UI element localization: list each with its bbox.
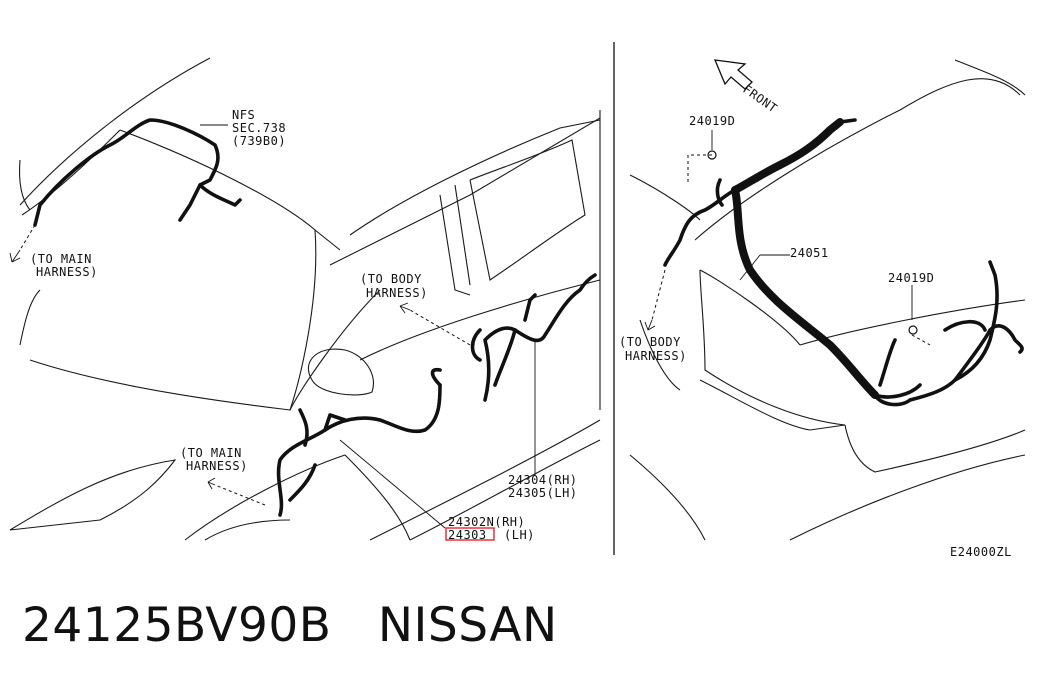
label-24302n: 24302N(RH) bbox=[448, 515, 525, 529]
part-highlight-box bbox=[445, 527, 495, 541]
left-leader-lines bbox=[9, 124, 536, 541]
label-to-main-harness-b2: HARNESS) bbox=[186, 459, 248, 473]
label-to-main-harness-1: (TO MAIN bbox=[30, 252, 92, 266]
label-24303-side: (LH) bbox=[504, 528, 535, 542]
label-24019d-top: 24019D bbox=[689, 114, 735, 128]
label-24019d-right: 24019D bbox=[888, 271, 934, 285]
label-right-to-body-harness-1: (TO BODY bbox=[619, 335, 681, 349]
label-front: FRONT bbox=[740, 82, 780, 116]
label-24303: 24303 bbox=[448, 528, 487, 542]
brand-name: NISSAN bbox=[377, 598, 558, 653]
left-labels: NFS SEC.738 (739B0) (TO MAIN HARNESS) (T… bbox=[30, 108, 578, 542]
label-to-body-harness-2: HARNESS) bbox=[366, 286, 428, 300]
right-labels: 24019D 24019D 24051 (TO BODY HARNESS) E2… bbox=[619, 114, 1012, 559]
label-nfs: NFS bbox=[232, 108, 255, 122]
part-caption: 24125BV90B NISSAN bbox=[22, 598, 558, 653]
front-direction-indicator: FRONT bbox=[713, 59, 780, 116]
label-24305: 24305(LH) bbox=[508, 486, 578, 500]
right-harness-wires bbox=[663, 118, 1024, 407]
label-739b0: (739B0) bbox=[232, 134, 286, 148]
label-24051: 24051 bbox=[790, 246, 829, 260]
label-to-main-harness-2: HARNESS) bbox=[36, 265, 98, 279]
right-leader-lines bbox=[644, 130, 931, 346]
label-to-main-harness-b1: (TO MAIN bbox=[180, 446, 242, 460]
label-sec738: SEC.738 bbox=[232, 121, 286, 135]
label-to-body-harness-1: (TO BODY bbox=[360, 272, 422, 286]
left-vehicle-outline bbox=[9, 57, 601, 541]
part-number: 24125BV90B bbox=[22, 598, 332, 653]
label-right-to-body-harness-2: HARNESS) bbox=[625, 349, 687, 363]
label-24304: 24304(RH) bbox=[508, 473, 578, 487]
left-harness-wires bbox=[33, 118, 597, 517]
figure-code: E24000ZL bbox=[950, 545, 1012, 559]
